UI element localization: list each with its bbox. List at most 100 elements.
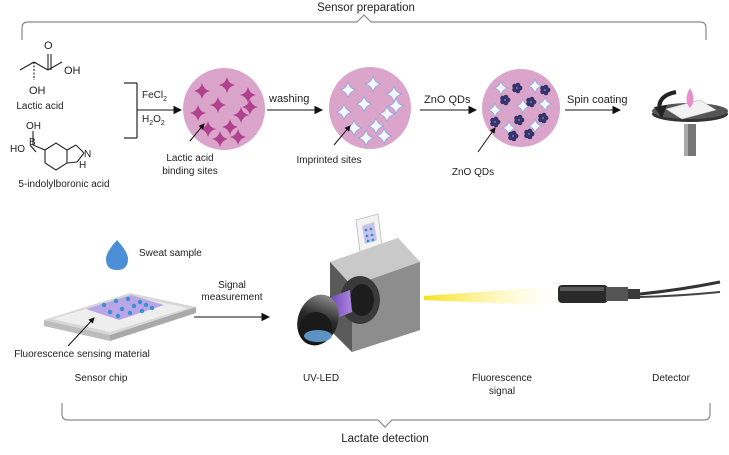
floating-chip-dot	[366, 239, 370, 243]
imprinted-site-star	[355, 95, 373, 113]
binding-site-star	[194, 83, 210, 99]
binding-site-star	[210, 97, 226, 113]
signal-label-line2: measurement	[201, 292, 263, 303]
chip-sensing-dot	[127, 310, 133, 316]
lactate-detection-title: Lactate detection	[341, 433, 429, 445]
binding-site-stars	[190, 77, 258, 147]
chip-sensing-dot	[139, 308, 145, 314]
zno-quantum-dot	[524, 128, 535, 140]
fluorescence-signal-label-line1: Fluorescence	[471, 373, 533, 384]
floating-chip-dot	[370, 233, 374, 237]
binding-site-star	[219, 77, 235, 93]
floating-chip-dot	[364, 228, 368, 232]
sweat-sample-label: Sweat sample	[139, 248, 202, 259]
zno-quantum-dots	[490, 82, 551, 142]
top-bracket	[21, 14, 707, 40]
spin-coater-icon	[652, 88, 728, 156]
sensor-chip	[44, 293, 196, 341]
binding-site-star	[200, 121, 216, 137]
binding-site-star	[212, 131, 228, 147]
sensing-material-callout	[67, 317, 95, 347]
sweat-drop-icon	[106, 240, 128, 270]
zno-step-label: ZnO QDs	[424, 94, 471, 106]
chip-sensing-dot	[137, 299, 143, 305]
reaction-bracket	[124, 82, 183, 139]
fluorescence-material-label: Fluorescence sensing material	[14, 349, 150, 360]
binding-site-star	[222, 119, 238, 135]
boronic-acid-label: 5-indolylboronic acid	[18, 179, 110, 190]
imprinted-site-star	[387, 97, 405, 115]
chip-sensing-dot	[115, 313, 121, 319]
binding-site-star	[240, 87, 256, 103]
fluorescence-signal-label-line2: signal	[488, 386, 516, 397]
spin-coating-label: Spin coating	[567, 94, 628, 106]
chip-sensing-dot	[119, 306, 125, 312]
bottom-bracket	[61, 403, 711, 428]
boronic-acid-atom-OH: OH	[26, 121, 41, 132]
imprinted-site-star	[378, 105, 396, 123]
imprinted-callout-arrow	[333, 125, 351, 146]
floating-chip-dot	[371, 238, 375, 242]
lactic-acid-atom-OH: OH	[64, 65, 81, 77]
chip-sensing-dot	[131, 303, 137, 309]
chip-sensing-dot	[113, 298, 119, 304]
lactic-acid-atom-OH-lower: OH	[29, 85, 46, 97]
detector-icon	[558, 280, 721, 303]
signal-label-line1: Signal	[218, 280, 246, 291]
zno-quantum-dot	[540, 84, 551, 96]
imprinted-site-star	[335, 103, 353, 121]
uv-led-label: UV-LED	[302, 373, 340, 384]
zno-callout-arrow	[477, 127, 496, 153]
zno-quantum-dot	[508, 130, 519, 142]
binding-site-star	[233, 107, 249, 123]
floating-chip-dot	[369, 227, 373, 231]
binding-site-star	[230, 129, 246, 145]
imprinted-site-stars	[335, 75, 405, 147]
indolylboronic-acid-structure	[29, 131, 85, 171]
chip-sensing-dot	[107, 309, 113, 315]
detector-label: Detector	[652, 373, 690, 384]
chip-sensing-dot	[149, 305, 155, 311]
zno-quantum-dot	[512, 82, 523, 94]
floating-chip-dot	[365, 234, 369, 238]
lactic-acid-label: Lactic acid	[16, 101, 64, 112]
lactic-acid-atom-O: O	[44, 40, 53, 52]
zno-quantum-dot	[490, 116, 501, 128]
fecl2-condition: FeCl2	[142, 90, 168, 103]
indole-atom-H: H	[79, 160, 87, 171]
sensor-preparation-title: Sensor preparation	[317, 2, 415, 14]
binding-sites-label-line2: binding sites	[162, 166, 218, 177]
imprinted-site-star	[357, 129, 375, 147]
chip-sensing-dot	[101, 302, 107, 308]
washing-label: washing	[269, 93, 310, 105]
chip-sensing-dot	[143, 302, 149, 308]
zno-particle-star	[537, 96, 553, 112]
zno-particle-star	[493, 80, 509, 96]
imprinted-sites-label: Imprinted sites	[296, 155, 362, 166]
zno-particle-star	[527, 78, 543, 94]
imprinted-site-star	[375, 127, 393, 145]
zno-quantum-dot	[526, 96, 537, 108]
binding-site-star	[190, 105, 206, 121]
zno-quantum-dot	[514, 114, 525, 126]
binding-callout-arrow	[189, 123, 205, 142]
binding-sites-label-line1: Lactic acid	[166, 153, 214, 164]
h2o2-condition: H2O2	[142, 114, 165, 127]
zno-quantum-dot	[538, 112, 549, 124]
boronic-acid-atom-B: B	[29, 137, 36, 148]
imprinted-site-star	[364, 75, 382, 93]
fluorescence-beam	[424, 286, 560, 306]
zno-particle-star	[527, 118, 543, 134]
chip-sensing-dot	[125, 296, 131, 302]
indole-atom-N: N	[84, 149, 92, 160]
imprinted-site-star	[339, 81, 357, 99]
sensor-chip-label: Sensor chip	[74, 373, 128, 384]
zno-callout-label: ZnO QDs	[451, 167, 495, 178]
zno-quantum-dot	[500, 94, 511, 106]
imprinted-site-star	[367, 117, 385, 135]
lactic-acid-structure	[19, 54, 63, 80]
uv-led-device	[297, 213, 420, 352]
boronic-acid-atom-HO: HO	[10, 144, 25, 155]
